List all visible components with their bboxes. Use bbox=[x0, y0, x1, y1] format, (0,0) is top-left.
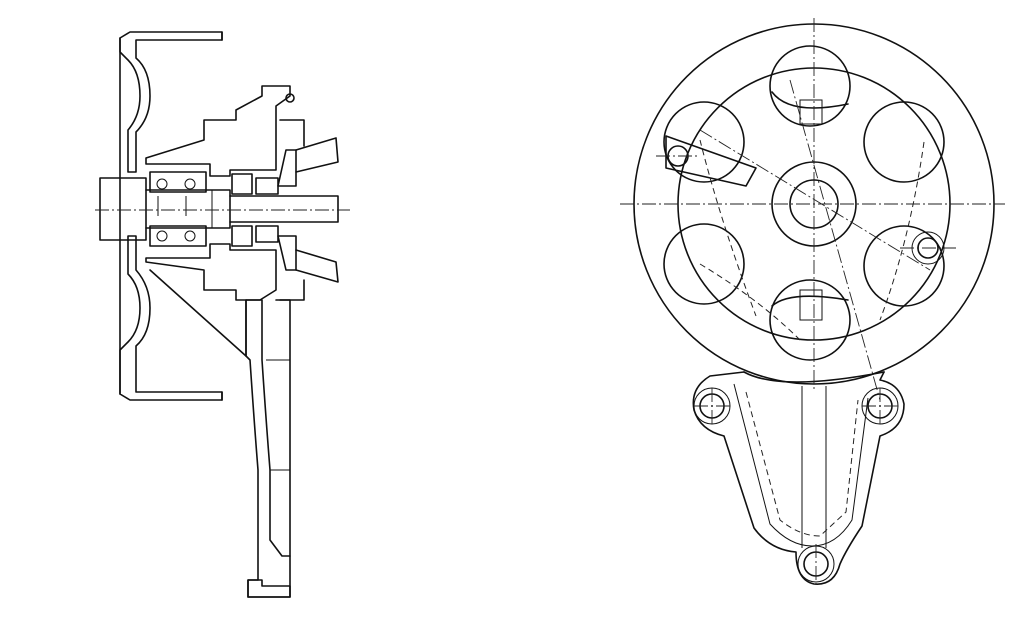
section-view bbox=[99, 31, 339, 598]
pulley-flange bbox=[119, 31, 223, 401]
mechanical-seal bbox=[231, 173, 279, 247]
pump-lower-body bbox=[692, 371, 905, 585]
hidden-lines bbox=[699, 139, 925, 341]
pump-shaft bbox=[99, 177, 339, 241]
bearing-housing bbox=[145, 85, 295, 301]
pump-body bbox=[149, 269, 291, 598]
center-lines bbox=[95, 18, 1005, 586]
impeller bbox=[277, 119, 339, 301]
bearing-assembly bbox=[149, 171, 207, 247]
bolt-bosses bbox=[663, 45, 945, 361]
